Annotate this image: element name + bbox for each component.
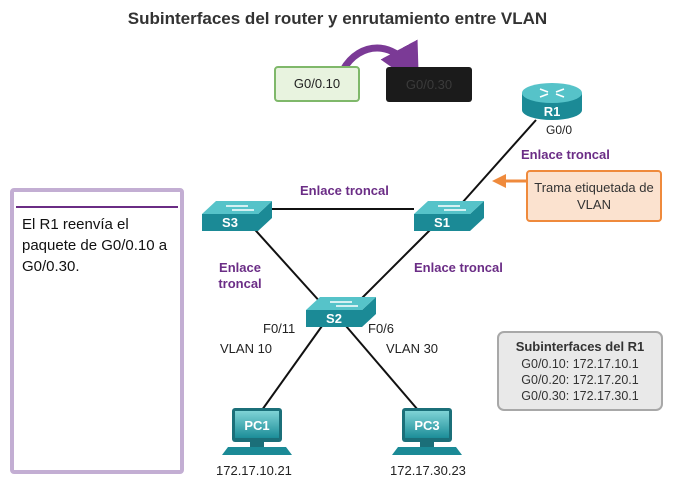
note-panel: El R1 reenvía el paquete de G0/0.10 a G0…: [10, 188, 184, 474]
switch-s2-name: S2: [326, 311, 342, 326]
switch-icon: S3: [202, 201, 272, 231]
s2-port-pc1: F0/11: [263, 321, 296, 336]
link-s1-s2: [355, 221, 439, 305]
link-label-s3-s1: Enlace troncal: [300, 183, 389, 198]
pc-icon: PC3: [392, 408, 462, 455]
curved-arrow-icon: [339, 39, 419, 87]
link-r1-s1: [461, 119, 537, 204]
switch-s3-name: S3: [222, 215, 238, 230]
tagged-frame-callout: Trama etiquetada de VLAN: [526, 170, 662, 222]
link-s2-pc3: [345, 325, 419, 411]
pc1-name: PC1: [244, 418, 269, 433]
note-text: El R1 reenvía el paquete de G0/0.10 a G0…: [22, 216, 168, 275]
link-label-r1-s1: Enlace troncal: [521, 147, 610, 162]
pc3-ip: 172.17.30.23: [390, 463, 466, 478]
router-port-label: G0/0: [546, 123, 572, 137]
link-label-s3-s2: Enlace troncal: [218, 260, 262, 291]
orange-arrow-icon: [492, 174, 527, 188]
legend-entry: G0/0.10: 172.17.10.1: [521, 357, 639, 371]
subinterface-source-box: G0/0.10: [274, 66, 360, 102]
pc-icon: PC1: [222, 408, 292, 455]
switch-s1-name: S1: [434, 215, 450, 230]
pc3-name: PC3: [414, 418, 439, 433]
switch-icon: S2: [306, 297, 376, 327]
s2-vlan-pc1: VLAN 10: [220, 341, 273, 356]
legend-title: Subinterfaces del R1: [515, 339, 645, 354]
note-divider: [16, 206, 178, 208]
switch-icon: S1: [414, 201, 484, 231]
s2-vlan-pc3: VLAN 30: [386, 341, 439, 356]
subinterface-destination-box: G0/0.30: [386, 67, 472, 102]
router-name: R1: [544, 104, 561, 119]
legend-entry: G0/0.30: 172.17.30.1: [521, 389, 639, 403]
router-icon: R1: [522, 83, 582, 120]
legend-entry: G0/0.20: 172.17.20.1: [521, 373, 639, 387]
diagram-title: Subinterfaces del router y enrutamiento …: [127, 9, 548, 28]
pc1-ip: 172.17.10.21: [216, 463, 292, 478]
link-s2-pc1: [261, 325, 323, 411]
subinterfaces-legend: Subinterfaces del R1 G0/0.10: 172.17.10.…: [497, 331, 663, 411]
link-s3-s2: [247, 221, 323, 305]
s2-port-pc3: F0/6: [368, 321, 395, 336]
link-label-s1-s2: Enlace troncal: [414, 260, 503, 275]
